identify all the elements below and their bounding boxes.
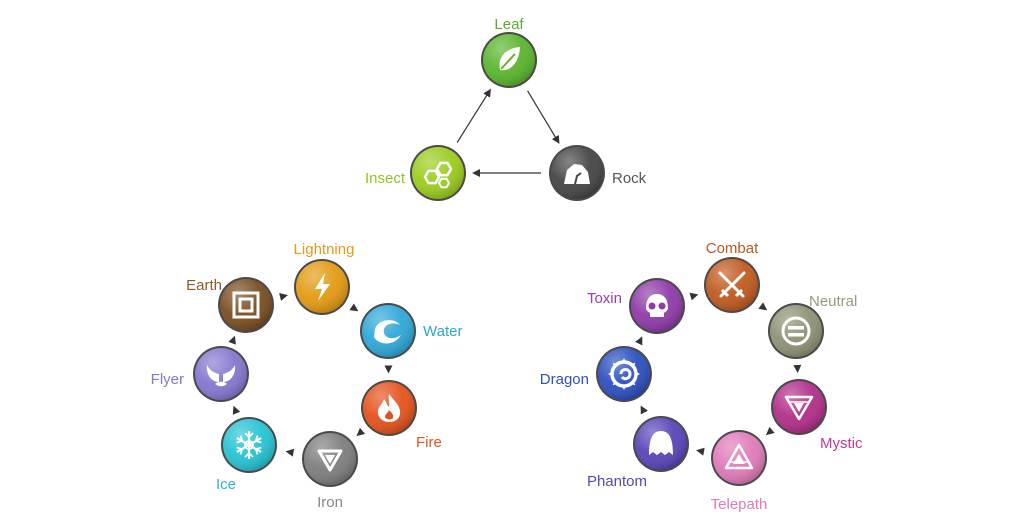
water-label: Water — [423, 323, 462, 340]
lightning-label: Lightning — [294, 241, 355, 258]
flyer-label: Flyer — [151, 371, 184, 388]
node-toxin: Toxin — [587, 278, 685, 334]
edge-dragon-to-toxin — [635, 336, 643, 346]
node-ice: Ice — [216, 417, 277, 493]
edge-water-to-fire — [384, 365, 393, 374]
node-fire: Fire — [361, 380, 442, 451]
edge-toxin-to-combat — [689, 292, 699, 301]
edge-flyer-to-earth — [228, 335, 236, 345]
honeycomb-icon — [423, 161, 453, 189]
crossed-swords-icon — [718, 271, 746, 298]
edge-telepath-to-phantom — [696, 447, 705, 456]
dragon-swirl-icon — [608, 358, 640, 390]
edge-mystic-to-telepath — [765, 426, 775, 436]
edge-combat-to-neutral — [758, 302, 768, 311]
telepath-triangle-icon — [724, 443, 754, 470]
node-mystic: Mystic — [771, 379, 863, 452]
neutral-label: Neutral — [809, 293, 857, 310]
node-telepath: Telepath — [711, 430, 768, 513]
node-earth: Earth — [186, 277, 274, 333]
rock-icon — [564, 164, 590, 185]
lightning-bolt-icon — [315, 273, 330, 301]
node-insect: Insect — [365, 145, 466, 201]
node-flyer: Flyer — [151, 346, 249, 402]
combat-label: Combat — [706, 240, 759, 257]
rock-label: Rock — [612, 170, 647, 187]
edge-phantom-to-dragon — [640, 405, 648, 415]
wave-icon — [374, 320, 401, 344]
edge-leaf-to-rock — [527, 90, 560, 144]
edge-earth-to-lightning — [279, 293, 288, 301]
edge-iron-to-ice — [285, 448, 295, 457]
iron-label: Iron — [317, 494, 343, 511]
node-phantom: Phantom — [587, 416, 689, 490]
node-leaf: Leaf — [481, 16, 537, 88]
edges — [228, 88, 802, 457]
mystic-triangle-icon — [784, 395, 814, 421]
node-iron: Iron — [302, 431, 358, 511]
node-neutral: Neutral — [768, 293, 857, 359]
node-dragon: Dragon — [540, 346, 652, 402]
insect-label: Insect — [365, 170, 406, 187]
mystic-label: Mystic — [820, 435, 863, 452]
node-water: Water — [360, 303, 462, 359]
edge-fire-to-iron — [356, 427, 366, 437]
iron-triangle-icon — [317, 449, 343, 472]
edge-lightning-to-water — [349, 303, 359, 312]
wings-icon — [206, 365, 236, 387]
leaf-icon — [499, 47, 520, 71]
ice-label: Ice — [216, 476, 236, 493]
toxin-label: Toxin — [587, 290, 622, 307]
edge-neutral-to-mystic — [793, 364, 802, 373]
earth-label: Earth — [186, 277, 222, 294]
node-combat: Combat — [704, 240, 760, 313]
ghost-icon — [649, 431, 673, 455]
edge-insect-to-leaf — [456, 88, 491, 143]
snowflake-icon — [236, 431, 262, 459]
fire-label: Fire — [416, 434, 442, 451]
leaf-label: Leaf — [494, 16, 524, 33]
square-frame-icon — [232, 291, 260, 319]
flame-icon — [378, 394, 401, 422]
phantom-label: Phantom — [587, 473, 647, 490]
node-rock: Rock — [549, 145, 647, 201]
edge-ice-to-flyer — [232, 405, 241, 415]
dragon-label: Dragon — [540, 371, 589, 388]
equals-icon — [781, 316, 811, 346]
telepath-label: Telepath — [711, 496, 768, 513]
skull-icon — [646, 294, 668, 317]
node-lightning: Lightning — [294, 241, 355, 315]
